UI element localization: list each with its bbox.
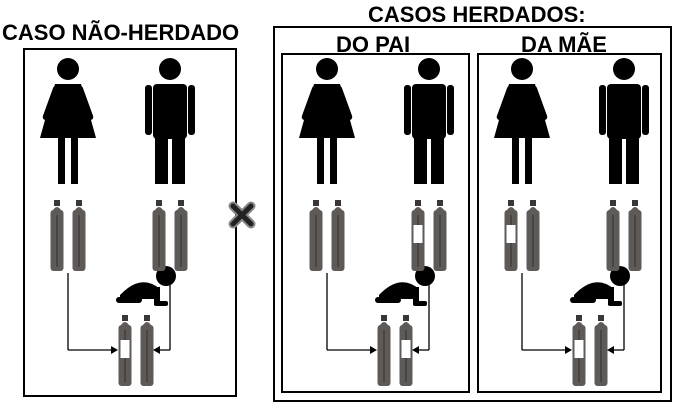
x-cross-icon — [228, 201, 256, 229]
title-inherited: CASOS HERDADOS: — [368, 2, 586, 27]
panel-from-mother — [477, 53, 662, 393]
title-non-inherited: CASO NÃO-HERDADO — [2, 20, 240, 45]
chromosome-icon — [140, 315, 154, 386]
man-icon — [145, 58, 195, 184]
chromosome-icon — [331, 200, 345, 271]
woman-icon — [299, 58, 355, 184]
panel-inherited-outer — [273, 26, 672, 402]
man-icon — [599, 58, 649, 184]
chromosome-icon — [118, 315, 132, 386]
title-from-mother: DA MÃE — [521, 32, 607, 57]
chromosome-icon — [504, 200, 518, 271]
chromosome-icon — [628, 200, 642, 271]
crawling-baby-icon — [375, 266, 435, 306]
woman-icon — [494, 58, 550, 184]
chromosome-icon — [572, 315, 586, 386]
title-from-father: DO PAI — [336, 32, 411, 57]
chromosome-icon — [152, 200, 166, 271]
chromosome-icon — [50, 200, 64, 271]
crawling-baby-icon — [116, 266, 176, 306]
chromosome-icon — [72, 200, 86, 271]
chromosome-icon — [411, 200, 425, 271]
chromosome-icon — [606, 200, 620, 271]
chromosome-icon — [377, 315, 391, 386]
chromosome-icon — [399, 315, 413, 386]
chromosome-icon — [594, 315, 608, 386]
chromosome-icon — [526, 200, 540, 271]
chromosome-icon — [433, 200, 447, 271]
man-icon — [404, 58, 454, 184]
woman-icon — [40, 58, 96, 184]
chromosome-icon — [174, 200, 188, 271]
chromosome-icon — [309, 200, 323, 271]
crawling-baby-icon — [570, 266, 630, 306]
panel-from-father — [281, 53, 470, 393]
